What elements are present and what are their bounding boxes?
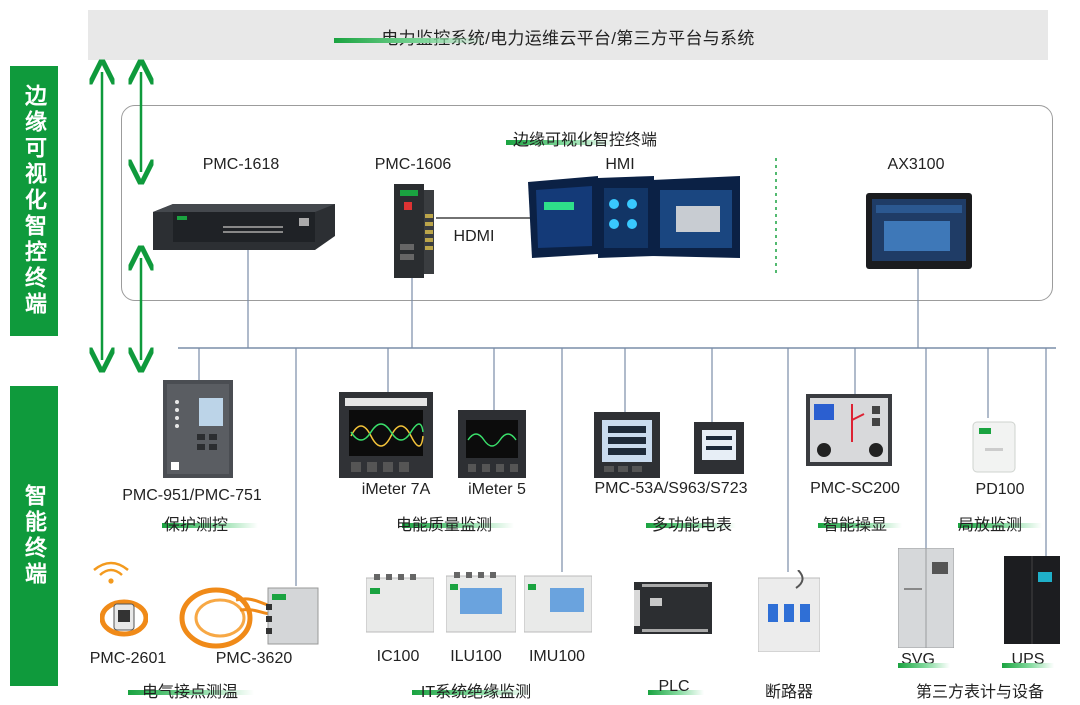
label-pmc53a: PMC-53A/S963/S723 bbox=[594, 480, 748, 497]
label-svg-underline bbox=[898, 663, 950, 668]
pd100-sensor-device bbox=[971, 418, 1017, 474]
svg-cabinet-device bbox=[897, 547, 955, 649]
label-ilu100: ILU100 bbox=[450, 648, 502, 665]
category-third-party: 第三方表计与设备 bbox=[915, 684, 1045, 701]
category-smart-display: 智能操显 bbox=[822, 517, 888, 534]
label-pd100: PD100 bbox=[975, 481, 1025, 498]
label-imu100: IMU100 bbox=[528, 648, 586, 665]
wifi-icon bbox=[90, 560, 132, 584]
pmcsc200-device bbox=[806, 394, 892, 466]
top-banner-text: 电力监控系统/电力运维云平台/第三方平台与系统 bbox=[381, 29, 755, 48]
category-temp: 电气接点测温 bbox=[141, 684, 239, 701]
label-imeter7a: iMeter 7A bbox=[361, 481, 431, 498]
edge-box-title-underline bbox=[506, 140, 616, 145]
category-it-insulation: IT系统绝缘监测 bbox=[420, 684, 532, 701]
category-temp-underline bbox=[128, 690, 254, 695]
label-imeter5: iMeter 5 bbox=[468, 481, 526, 498]
pmc1606-din-device bbox=[390, 184, 436, 278]
label-hmi: HMI bbox=[605, 156, 635, 173]
category-pd-monitor: 局放监测 bbox=[957, 517, 1023, 534]
label-pmc951: PMC-951/PMC-751 bbox=[122, 487, 262, 504]
label-pmc1618: PMC-1618 bbox=[202, 156, 280, 173]
label-pmc1606: PMC-1606 bbox=[374, 156, 452, 173]
pmc-s723-meter-device bbox=[694, 422, 744, 474]
label-pmc3620: PMC-3620 bbox=[215, 650, 293, 667]
label-pmc2601: PMC-2601 bbox=[89, 650, 167, 667]
imeter5-device bbox=[458, 410, 526, 478]
category-it-insulation-underline bbox=[412, 690, 532, 695]
category-pd-monitor-underline bbox=[958, 523, 1042, 528]
category-plc: PLC bbox=[658, 678, 690, 695]
category-protection-underline bbox=[162, 523, 258, 528]
label-hdmi: HDMI bbox=[453, 228, 495, 245]
imu100-device bbox=[523, 572, 593, 636]
category-multi-meter: 多功能电表 bbox=[651, 517, 733, 534]
label-ups-underline bbox=[1002, 663, 1054, 668]
plc-device bbox=[634, 582, 712, 634]
pmc951-relay-device bbox=[163, 380, 233, 478]
hmi-screens-image bbox=[528, 176, 740, 258]
label-ic100: IC100 bbox=[376, 648, 420, 665]
category-breaker: 断路器 bbox=[764, 684, 814, 701]
category-power-quality-underline bbox=[402, 523, 514, 528]
pmc2601-sensor-device bbox=[99, 592, 149, 638]
top-banner: 电力监控系统/电力运维云平台/第三方平台与系统 bbox=[88, 10, 1048, 60]
label-pmcsc200: PMC-SC200 bbox=[810, 480, 900, 497]
category-power-quality: 电能质量监测 bbox=[395, 517, 493, 534]
category-plc-underline bbox=[648, 690, 704, 695]
ups-cabinet-device bbox=[1004, 556, 1060, 644]
pmc3620-device bbox=[176, 584, 322, 650]
imeter7a-device bbox=[339, 392, 433, 478]
edge-terminal-side-label: 边缘可视化智控终端 bbox=[10, 66, 58, 336]
edge-box-title: 边缘可视化智控终端 bbox=[512, 132, 658, 149]
smart-terminal-side-label: 智能终端 bbox=[10, 386, 58, 686]
pmc53a-meter-device bbox=[594, 412, 660, 478]
category-smart-display-underline bbox=[818, 523, 902, 528]
ic100-device bbox=[365, 574, 435, 636]
category-multi-meter-underline bbox=[646, 523, 736, 528]
category-protection: 保护测控 bbox=[163, 517, 229, 534]
top-banner-underline bbox=[334, 38, 484, 43]
pmc1618-rack-device bbox=[153, 204, 335, 250]
ilu100-device bbox=[445, 572, 517, 636]
ax3100-panel-device bbox=[866, 193, 972, 269]
breaker-device bbox=[757, 569, 821, 653]
label-ax3100: AX3100 bbox=[887, 156, 945, 173]
